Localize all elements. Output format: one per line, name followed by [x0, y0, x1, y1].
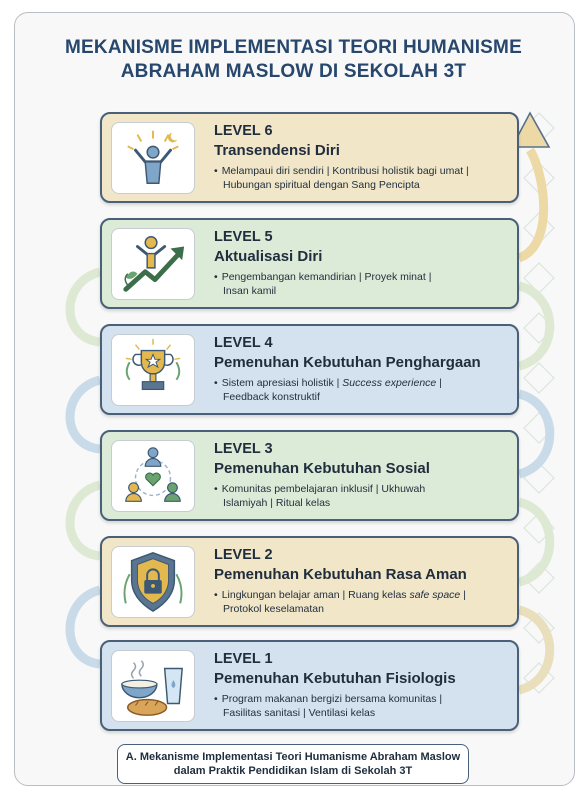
level-5-card: LEVEL 5 Aktualisasi Diri •Pengembangan k… [100, 218, 519, 309]
level-6-description: •Melampaui diri sendiri | Kontribusi hol… [214, 165, 469, 191]
community-heart-icon [111, 440, 195, 512]
person-growth-arrow-icon [111, 228, 195, 300]
level-1-title: Pemenuhan Kebutuhan Fisiologis [214, 670, 456, 687]
level-1-card: LEVEL 1 Pemenuhan Kebutuhan Fisiologis •… [100, 640, 519, 731]
caption-line-1: A. Mekanisme Implementasi Teori Humanism… [125, 751, 461, 763]
page-title-line-2: ABRAHAM MASLOW DI SEKOLAH 3T [120, 61, 467, 82]
level-2-card: LEVEL 2 Pemenuhan Kebutuhan Rasa Aman •L… [100, 536, 519, 627]
level-5-title: Aktualisasi Diri [214, 248, 323, 265]
figure-caption: A. Mekanisme Implementasi Teori Humanism… [117, 744, 469, 784]
up-arrow-head [510, 111, 551, 148]
person-celebrating-sunrise-icon [111, 122, 195, 194]
level-2-title: Pemenuhan Kebutuhan Rasa Aman [214, 566, 467, 583]
level-2-description: •Lingkungan belajar aman | Ruang kelas s… [214, 589, 466, 615]
level-6-card: LEVEL 6 Transendensi Diri •Melampaui dir… [100, 112, 519, 203]
level-1-label: LEVEL 1 [214, 651, 273, 667]
level-3-title: Pemenuhan Kebutuhan Sosial [214, 460, 430, 477]
level-5-description: •Pengembangan kemandirian | Proyek minat… [214, 271, 432, 297]
trophy-icon [111, 334, 195, 406]
level-3-description: •Komunitas pembelajaran inklusif | Ukhuw… [214, 483, 426, 509]
page-title-line-1: MEKANISME IMPLEMENTASI TEORI HUMANISME [65, 37, 522, 58]
level-4-title: Pemenuhan Kebutuhan Penghargaan [214, 354, 481, 371]
level-4-description: •Sistem apresiasi holistik | Success exp… [214, 377, 442, 403]
level-2-label: LEVEL 2 [214, 547, 273, 563]
level-3-label: LEVEL 3 [214, 441, 273, 457]
food-bowl-bread-water-icon [111, 650, 195, 722]
level-4-card: LEVEL 4 Pemenuhan Kebutuhan Penghargaan … [100, 324, 519, 415]
level-3-card: LEVEL 3 Pemenuhan Kebutuhan Sosial •Komu… [100, 430, 519, 521]
caption-line-2: dalam Praktik Pendidikan Islam di Sekola… [173, 765, 413, 777]
shield-lock-icon [111, 546, 195, 618]
level-6-title: Transendensi Diri [214, 142, 340, 159]
level-6-label: LEVEL 6 [214, 123, 273, 139]
level-5-label: LEVEL 5 [214, 229, 273, 245]
level-1-description: •Program makanan bergizi bersama komunit… [214, 693, 443, 719]
level-4-label: LEVEL 4 [214, 335, 273, 351]
